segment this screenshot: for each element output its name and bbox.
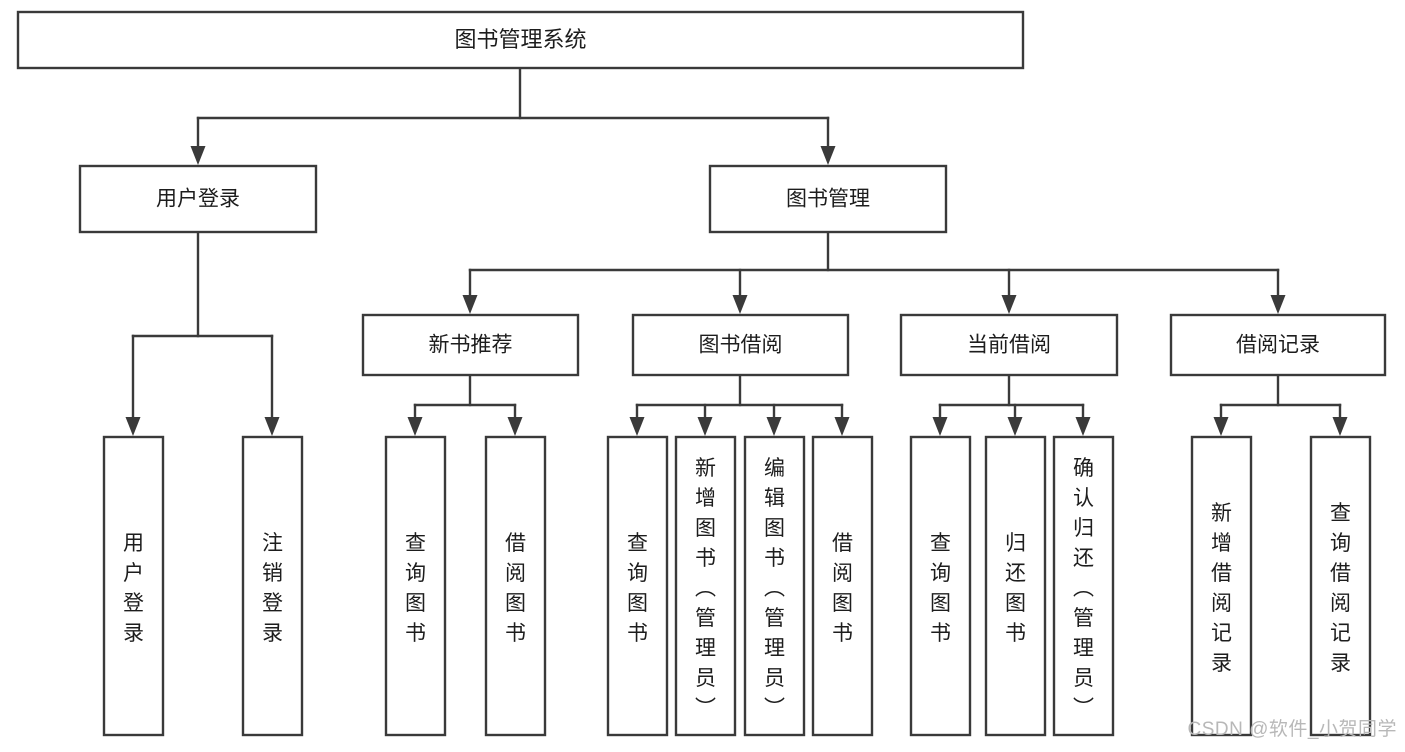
node-box-new-book-rec xyxy=(361,313,580,377)
nodes-layer: 图书管理系统用户登录图书管理新书推荐图书借阅当前借阅借阅记录用户登录注销登录查询… xyxy=(16,10,1387,737)
connector-currentborrow-to-leaves xyxy=(932,373,1091,436)
node-label-leaf-return-book: 归还图书 xyxy=(1005,532,1026,645)
node-label-leaf-query-book-cur: 查询图书 xyxy=(930,532,951,645)
node-box-leaf-add-record xyxy=(1190,435,1253,737)
node-label-leaf-query-record: 查询借阅记录 xyxy=(1330,502,1351,675)
node-leaf-query-record[interactable]: 查询借阅记录 xyxy=(1309,435,1372,737)
node-box-leaf-query-book-cur xyxy=(909,435,972,737)
node-label-leaf-edit-book: 编辑图书︵管理员︶ xyxy=(764,457,785,720)
node-label-leaf-add-record: 新增借阅记录 xyxy=(1211,502,1232,675)
node-leaf-add-book[interactable]: 新增图书︵管理员︶ xyxy=(674,435,737,737)
node-borrow-record[interactable]: 借阅记录 xyxy=(1169,313,1387,377)
node-leaf-return-book[interactable]: 归还图书 xyxy=(984,435,1047,737)
connector-bookmanage-to-level3 xyxy=(462,230,1286,314)
connector-borrowrecord-to-leaves xyxy=(1213,373,1348,436)
node-label-root: 图书管理系统 xyxy=(454,27,586,52)
node-box-book-manage xyxy=(708,164,948,234)
node-leaf-borrow-book-rec[interactable]: 借阅图书 xyxy=(484,435,547,737)
node-label-leaf-query-book-borrow: 查询图书 xyxy=(627,532,648,645)
node-leaf-add-record[interactable]: 新增借阅记录 xyxy=(1190,435,1253,737)
node-leaf-query-book-borrow[interactable]: 查询图书 xyxy=(606,435,669,737)
node-label-leaf-user-login: 用户登录 xyxy=(123,532,144,645)
node-label-leaf-confirm-return: 确认归还︵管理员︶ xyxy=(1073,457,1094,720)
node-label-book-manage: 图书管理 xyxy=(786,188,870,211)
node-label-leaf-logout-login: 注销登录 xyxy=(262,532,283,645)
node-box-current-borrow xyxy=(899,313,1119,377)
connector-newbookrec-to-leaves xyxy=(407,373,523,436)
node-box-leaf-add-book xyxy=(674,435,737,737)
node-new-book-rec[interactable]: 新书推荐 xyxy=(361,313,580,377)
node-book-manage[interactable]: 图书管理 xyxy=(708,164,948,234)
node-box-leaf-logout-login xyxy=(241,435,304,737)
node-box-leaf-query-record xyxy=(1309,435,1372,737)
connector-userlogin-to-leaves xyxy=(125,230,280,436)
node-label-leaf-query-book-rec: 查询图书 xyxy=(405,532,426,645)
node-box-leaf-borrow-book xyxy=(811,435,874,737)
node-box-user-login xyxy=(78,164,318,234)
node-box-borrow-record xyxy=(1169,313,1387,377)
node-box-leaf-user-login xyxy=(102,435,165,737)
node-book-borrow[interactable]: 图书借阅 xyxy=(631,313,850,377)
node-leaf-logout-login[interactable]: 注销登录 xyxy=(241,435,304,737)
node-leaf-query-book-cur[interactable]: 查询图书 xyxy=(909,435,972,737)
node-leaf-edit-book[interactable]: 编辑图书︵管理员︶ xyxy=(743,435,806,737)
node-leaf-user-login[interactable]: 用户登录 xyxy=(102,435,165,737)
node-label-current-borrow: 当前借阅 xyxy=(967,334,1051,357)
connector-root-to-level2 xyxy=(190,66,836,165)
node-label-borrow-record: 借阅记录 xyxy=(1236,334,1320,357)
csdn-watermark: CSDN @软件_小贺同学 xyxy=(1187,719,1397,740)
node-label-leaf-borrow-book-rec: 借阅图书 xyxy=(505,532,526,645)
node-label-new-book-rec: 新书推荐 xyxy=(429,334,513,357)
node-box-leaf-borrow-book-rec xyxy=(484,435,547,737)
node-current-borrow[interactable]: 当前借阅 xyxy=(899,313,1119,377)
node-leaf-query-book-rec[interactable]: 查询图书 xyxy=(384,435,447,737)
node-box-book-borrow xyxy=(631,313,850,377)
node-label-user-login: 用户登录 xyxy=(156,188,240,211)
node-box-leaf-query-book-borrow xyxy=(606,435,669,737)
node-label-leaf-borrow-book: 借阅图书 xyxy=(832,532,853,645)
connector-bookborrow-to-leaves xyxy=(629,373,850,436)
node-box-leaf-query-book-rec xyxy=(384,435,447,737)
node-leaf-confirm-return[interactable]: 确认归还︵管理员︶ xyxy=(1052,435,1115,737)
node-leaf-borrow-book[interactable]: 借阅图书 xyxy=(811,435,874,737)
node-label-leaf-add-book: 新增图书︵管理员︶ xyxy=(695,457,716,720)
connectors-layer xyxy=(125,66,1348,436)
node-box-root xyxy=(16,10,1025,70)
node-root[interactable]: 图书管理系统 xyxy=(16,10,1025,70)
node-box-leaf-edit-book xyxy=(743,435,806,737)
node-box-leaf-return-book xyxy=(984,435,1047,737)
node-label-book-borrow: 图书借阅 xyxy=(699,334,783,357)
node-box-leaf-confirm-return xyxy=(1052,435,1115,737)
node-user-login[interactable]: 用户登录 xyxy=(78,164,318,234)
